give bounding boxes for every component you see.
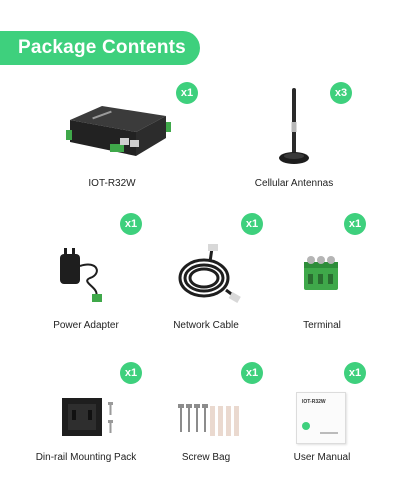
power-adapter-image xyxy=(56,246,116,308)
antenna-image xyxy=(276,86,312,168)
page-title: Package Contents xyxy=(18,37,186,58)
item-label: IOT-R32W xyxy=(88,178,136,189)
quantity-badge: x1 xyxy=(241,213,263,235)
quantity-badge: x1 xyxy=(344,362,366,384)
quantity-badge: x3 xyxy=(330,82,352,104)
item-label: Screw Bag xyxy=(181,452,231,463)
manual-text-line xyxy=(320,432,338,434)
terminal-image xyxy=(302,252,342,294)
manual-cover-title: IOT-R32W xyxy=(302,399,326,405)
item-label: Terminal xyxy=(303,320,341,331)
item-label: Din-rail Mounting Pack xyxy=(35,452,137,463)
quantity-badge: x1 xyxy=(344,213,366,235)
network-cable-image xyxy=(172,240,242,310)
section-header: Package Contents xyxy=(0,31,200,65)
item-label: Network Cable xyxy=(173,320,239,331)
user-manual-image: IOT-R32W xyxy=(296,392,346,444)
quantity-badge: x1 xyxy=(120,213,142,235)
item-label: Cellular Antennas xyxy=(254,178,334,189)
quantity-badge: x1 xyxy=(176,82,198,104)
din-rail-image xyxy=(60,396,124,440)
manual-logo-icon xyxy=(302,422,310,430)
item-label: Power Adapter xyxy=(53,320,119,331)
item-label: User Manual xyxy=(293,452,351,463)
screw-bag-image xyxy=(176,402,240,442)
router-image xyxy=(62,100,172,162)
quantity-badge: x1 xyxy=(241,362,263,384)
quantity-badge: x1 xyxy=(120,362,142,384)
